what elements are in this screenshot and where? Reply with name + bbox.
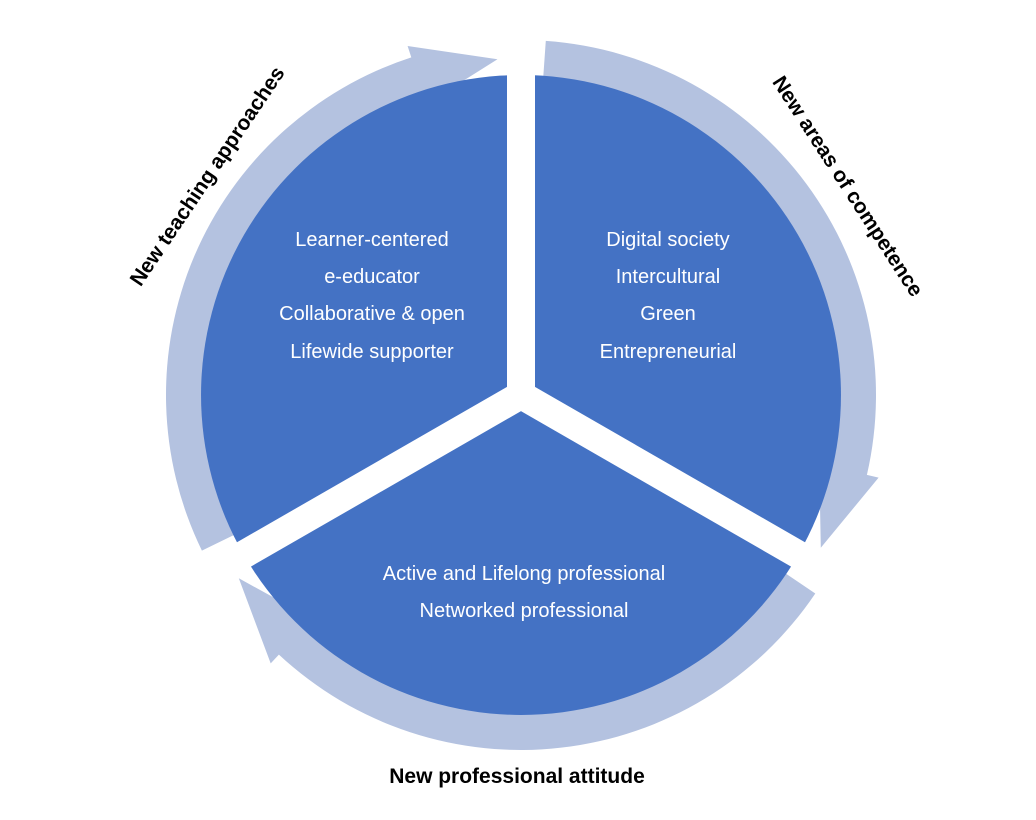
segment-right-line-2: Intercultural <box>616 266 721 288</box>
segment-bottom-line-1: Active and Lifelong professional <box>383 563 665 585</box>
segment-bottom <box>243 395 799 715</box>
ring-arrow-bottom <box>238 572 816 750</box>
separator-lower-left <box>163 382 528 610</box>
ring-arrow-left <box>165 46 498 551</box>
segment-right-text: Digital society Intercultural Green Entr… <box>600 229 737 363</box>
segment-separators <box>163 20 879 610</box>
ring-arrow-right <box>543 40 879 548</box>
segment-bottom-text: Active and Lifelong professional Network… <box>383 563 665 622</box>
segment-bottom-line-2: Networked professional <box>420 600 629 622</box>
segment-left-line-4: Lifewide supporter <box>290 341 454 363</box>
segment-right-line-3: Green <box>640 303 696 325</box>
ring-arrows <box>165 40 879 750</box>
segment-right-line-4: Entrepreneurial <box>600 341 737 363</box>
separator-lower-right <box>514 382 879 610</box>
segment-left-text: Learner-centered e-educator Collaborativ… <box>279 229 465 363</box>
ring-label-bottom: New professional attitude <box>389 765 645 788</box>
segment-left-line-2: e-educator <box>324 266 420 288</box>
segment-left-line-1: Learner-centered <box>295 229 448 251</box>
segment-left-line-3: Collaborative & open <box>279 303 465 325</box>
segment-right-line-1: Digital society <box>606 229 729 251</box>
